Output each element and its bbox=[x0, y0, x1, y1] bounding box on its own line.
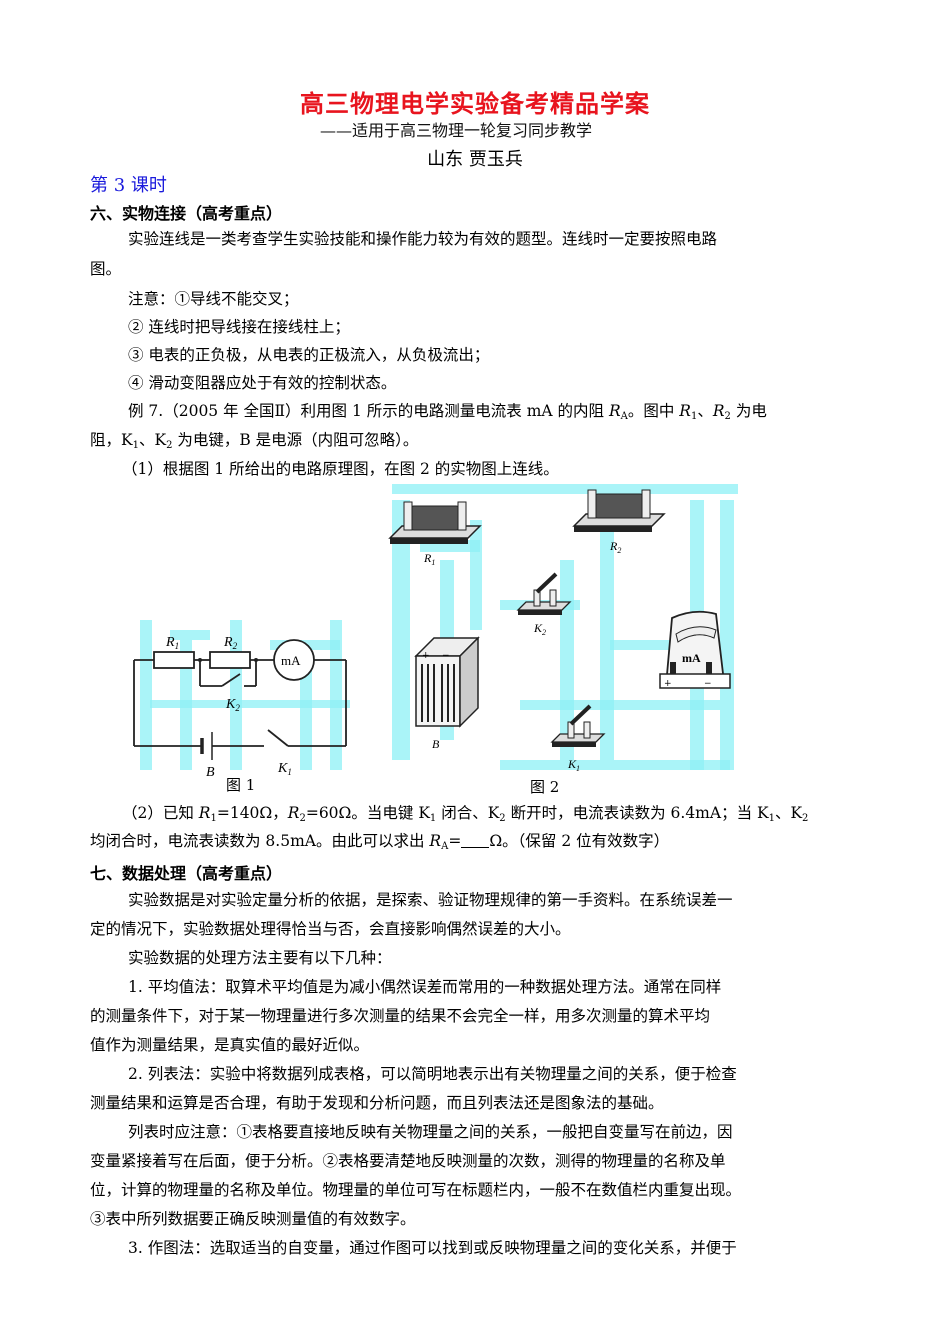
paragraph-line: 位，计算的物理量的名称及单位。物理量的单位可写在标题栏内，一般不在数值栏内重复出… bbox=[90, 1181, 742, 1199]
paragraph-line: 实验连线是一类考查学生实验技能和操作能力较为有效的题型。连线时一定要按照电路 bbox=[128, 230, 718, 248]
apparatus-drawing-icon: R1 R2 K2 bbox=[388, 489, 731, 773]
svg-text:B: B bbox=[206, 765, 215, 780]
text: 、K bbox=[138, 431, 167, 449]
text: 断开时，电流表读数为 6.4mA；当 K bbox=[505, 804, 769, 822]
paragraph-line: 定的情况下，实验数据处理得恰当与否，会直接影响偶然误差的大小。 bbox=[90, 920, 571, 938]
text: 例 7.（2005 年 全国Ⅱ）利用图 1 所示的电路测量电流表 mA 的内阻 bbox=[128, 402, 609, 420]
question-2-line-2: 均闭合时，电流表读数为 8.5mA。由此可以求出 RA= Ω。（保留 2 位有效数… bbox=[90, 830, 865, 858]
subscript: 1 bbox=[429, 813, 437, 824]
battery-b-icon: + − bbox=[414, 636, 480, 728]
figure-1-caption: 图 1 bbox=[226, 776, 256, 794]
figure-2-caption: 图 2 bbox=[530, 778, 560, 796]
lesson-label: 第 3 课时 bbox=[90, 175, 167, 196]
paragraph-line: 1. 平均值法：取算术平均值是为减小偶然误差而常用的一种数据处理方法。通常在同样 bbox=[128, 978, 722, 996]
example-line-2: 阻，K1、K2 为电键，B 是电源（内阻可忽略）。 bbox=[90, 429, 865, 457]
milliammeter-icon: mA + − bbox=[659, 610, 731, 689]
text: 均闭合时，电流表读数为 8.5mA。由此可以求出 bbox=[90, 832, 430, 850]
document-author: 山东 贾玉兵 bbox=[427, 149, 523, 170]
var-R: R bbox=[608, 402, 621, 420]
svg-text:R1: R1 bbox=[165, 635, 179, 651]
text: 、K bbox=[774, 804, 803, 822]
text: 闭合、K bbox=[436, 804, 500, 822]
var-R: R bbox=[429, 832, 442, 850]
resistor-r2-icon bbox=[572, 489, 666, 532]
svg-text:mA: mA bbox=[281, 653, 301, 668]
var-R: R bbox=[679, 402, 691, 420]
document-subtitle: ——适用于高三物理一轮复习同步教学 bbox=[320, 121, 593, 140]
var-R: R bbox=[712, 402, 725, 420]
var-R: R bbox=[287, 804, 300, 822]
note-label: 注意：①导线不能交叉； bbox=[128, 290, 299, 308]
text: Ω。（保留 2 位有效数字） bbox=[489, 832, 670, 850]
svg-text:K1: K1 bbox=[277, 761, 292, 777]
note-item: ④ 滑动变阻器应处于有效的控制状态。 bbox=[128, 374, 397, 392]
subscript: 2 bbox=[499, 813, 506, 824]
subscript: A bbox=[620, 411, 628, 422]
text: 为电 bbox=[730, 402, 767, 420]
svg-text:mA: mA bbox=[682, 651, 701, 665]
subscript: 2 bbox=[802, 813, 809, 824]
var-R: R bbox=[198, 804, 211, 822]
subscript: 2 bbox=[166, 440, 173, 451]
paragraph-line: 实验数据是对实验定量分析的依据，是探索、验证物理规律的第一手资料。在系统误差一 bbox=[128, 891, 733, 909]
paragraph-line: 值作为测量结果，是真实值的最好近似。 bbox=[90, 1036, 370, 1054]
svg-text:K1: K1 bbox=[567, 757, 580, 773]
svg-text:−: − bbox=[704, 679, 712, 689]
document-title: 高三物理电学实验备考精品学案 bbox=[300, 90, 650, 118]
paragraph-line: 图。 bbox=[90, 260, 122, 278]
subscript: 2 bbox=[724, 411, 731, 422]
text: 为电键，B 是电源（内阻可忽略）。 bbox=[172, 431, 419, 449]
svg-text:R2: R2 bbox=[223, 635, 238, 651]
subscript: A bbox=[441, 841, 449, 852]
svg-text:+: + bbox=[664, 679, 672, 689]
paragraph-line: 测量结果和运算是否合理，有助于发现和分析问题，而且列表法还是图象法的基础。 bbox=[90, 1094, 664, 1112]
svg-text:+: + bbox=[422, 651, 430, 661]
switch-k1-icon bbox=[550, 704, 606, 747]
text: = bbox=[448, 832, 462, 850]
section-6-heading: 六、实物连接（高考重点） bbox=[90, 204, 283, 223]
text: 。图中 bbox=[627, 402, 680, 420]
note-item: ③ 电表的正负极，从电表的正极流入，从负极流出； bbox=[128, 346, 490, 364]
subscript: 1 bbox=[210, 813, 217, 824]
subscript: 1 bbox=[768, 813, 775, 824]
text: 阻，K bbox=[90, 431, 133, 449]
paragraph-line: ③表中所列数据要正确反映测量值的有效数字。 bbox=[90, 1210, 416, 1228]
paragraph-line: 3. 作图法：选取适当的自变量，通过作图可以找到或反映物理量之间的变化关系，并便… bbox=[128, 1239, 737, 1257]
question-1: （1）根据图 1 所给出的电路原理图，在图 2 的实物图上连线。 bbox=[122, 460, 559, 478]
resistor-r1-icon bbox=[388, 501, 482, 544]
example-line-1: 例 7.（2005 年 全国Ⅱ）利用图 1 所示的电路测量电流表 mA 的内阻 … bbox=[128, 400, 865, 428]
text: =140Ω， bbox=[216, 804, 288, 822]
paragraph-line: 2. 列表法：实验中将数据列成表格，可以简明地表示出有关物理量之间的关系，便于检… bbox=[128, 1065, 737, 1083]
answer-blank bbox=[461, 833, 490, 848]
subscript: 1 bbox=[690, 411, 698, 422]
svg-text:B: B bbox=[432, 737, 440, 751]
text: 、 bbox=[697, 402, 713, 420]
note-item: ② 连线时把导线接在接线柱上； bbox=[128, 318, 350, 336]
text: =60Ω。当电键 K bbox=[305, 804, 430, 822]
figure-1-circuit: R1 R2 mA K2 B K1 图 1 bbox=[128, 618, 358, 798]
subscript: 1 bbox=[132, 440, 139, 451]
svg-text:K2: K2 bbox=[225, 697, 240, 713]
switch-k2-icon bbox=[516, 572, 572, 615]
paragraph-line: 列表时应注意：①表格要直接地反映有关物理量之间的关系，一般把自变量写在前边，因 bbox=[128, 1123, 733, 1141]
section-7-heading: 七、数据处理（高考重点） bbox=[90, 864, 283, 883]
circuit-diagram-icon: R1 R2 mA K2 B K1 bbox=[133, 635, 347, 780]
svg-text:−: − bbox=[442, 651, 450, 661]
paragraph-line: 的测量条件下，对于某一物理量进行多次测量的结果不会完全一样，用多次测量的算术平均 bbox=[90, 1007, 711, 1025]
svg-text:R2: R2 bbox=[609, 539, 621, 555]
figure-2-apparatus: R1 R2 K2 bbox=[384, 486, 754, 798]
svg-text:R1: R1 bbox=[423, 551, 435, 567]
svg-text:K2: K2 bbox=[533, 621, 546, 637]
question-2-line-1: （2）已知 R1=140Ω，R2=60Ω。当电键 K1 闭合、K2 断开时，电流… bbox=[122, 802, 897, 830]
text: （2）已知 bbox=[122, 804, 199, 822]
subscript: 2 bbox=[299, 813, 306, 824]
paragraph-line: 变量紧接着写在后面，便于分析。②表格要清楚地反映测量的次数，测得的物理量的名称及… bbox=[90, 1152, 726, 1170]
paragraph-line: 实验数据的处理方法主要有以下几种： bbox=[128, 949, 392, 967]
